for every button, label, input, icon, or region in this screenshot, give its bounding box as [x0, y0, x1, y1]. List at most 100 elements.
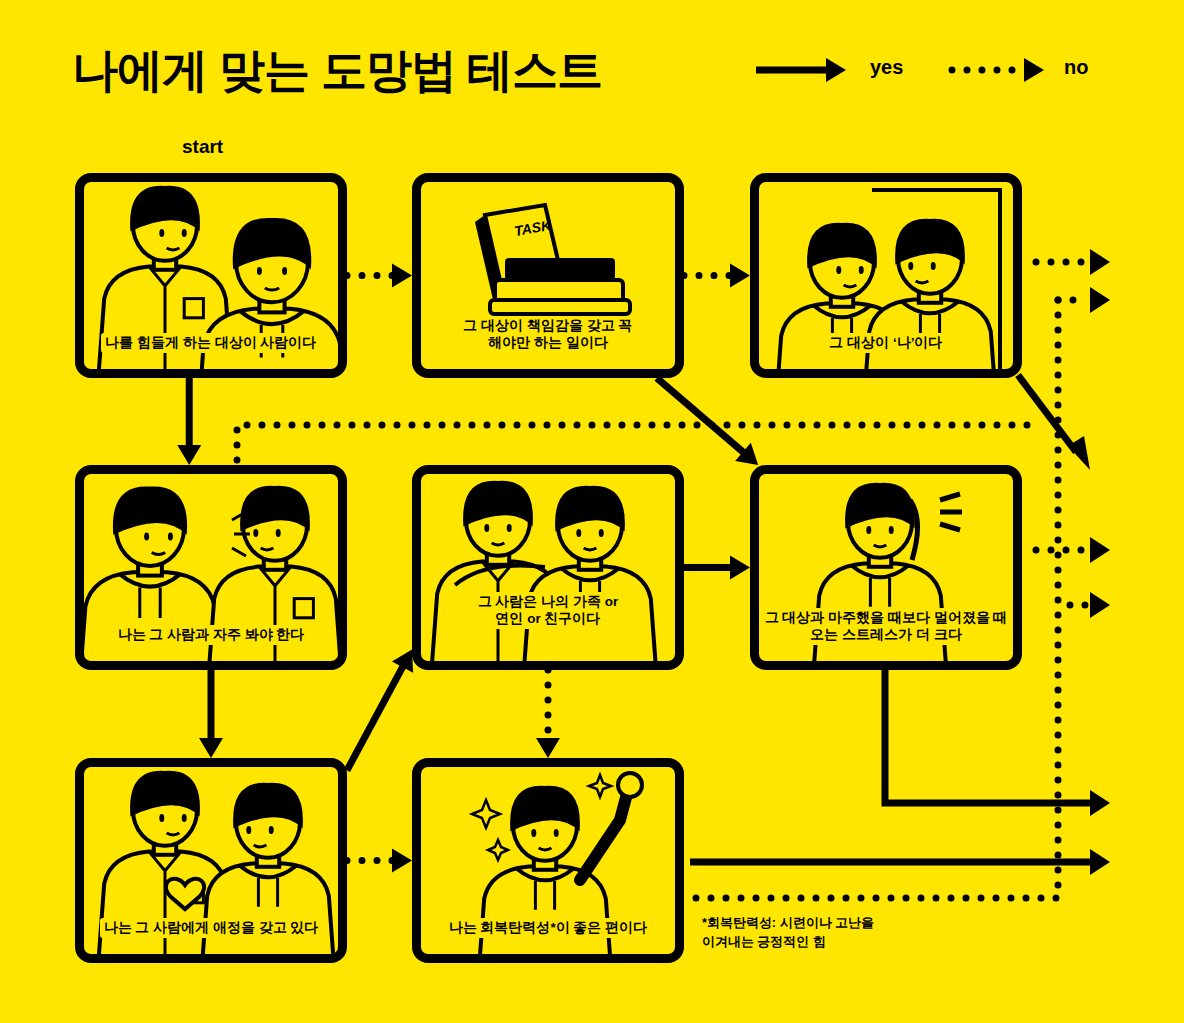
figure-hair [463, 481, 533, 527]
figure-hair [233, 218, 312, 269]
figure-mouth [254, 845, 267, 847]
figure-mouth [874, 545, 887, 547]
arrow-head [177, 445, 201, 465]
legend-text: no [1064, 56, 1088, 79]
arrow-head [730, 556, 750, 580]
exit-line [1055, 300, 1062, 898]
figure-body [201, 864, 335, 955]
figure-eye [836, 266, 841, 274]
figure-mouth [584, 548, 597, 550]
yes-connector [211, 670, 212, 740]
exit-line [1036, 259, 1088, 266]
exit-line [696, 895, 1058, 902]
arrow-head [392, 650, 413, 673]
exit-line [237, 425, 1040, 460]
figure-hair [240, 486, 310, 532]
exit-head [1068, 436, 1090, 470]
exit-line [885, 668, 1090, 803]
figure-hair [807, 223, 877, 269]
figure-eye [269, 826, 274, 834]
figure-hair [233, 783, 303, 829]
exit-arrows [237, 262, 1090, 898]
figure-eye [931, 262, 936, 270]
question-text: 그 대상이 책임감을 갖고 꼭 해야만 하는 일이다 [444, 316, 652, 353]
no-sample-head [1024, 58, 1044, 82]
heart [166, 879, 204, 909]
greeting-marks [232, 512, 250, 556]
arrow-head [536, 738, 560, 758]
box-illustration [98, 771, 335, 955]
figures [79, 186, 1000, 985]
no-connector [684, 275, 732, 276]
box-illustration [775, 190, 1000, 370]
figure-eye [282, 267, 287, 275]
no-sample-line [952, 67, 1020, 74]
connector-line [208, 670, 215, 740]
question-text: 그 대상이 ‘나’이다 [825, 333, 946, 353]
connector-line [545, 670, 552, 740]
exit-head [1090, 537, 1110, 563]
exit-head [1090, 790, 1110, 816]
figure-eye [159, 229, 164, 237]
figure-hair [510, 786, 580, 832]
figure-eye [531, 829, 536, 837]
yes-connector [684, 567, 732, 568]
question-box: 나는 그 사람에게 애정을 갖고 있다 [75, 758, 347, 963]
shirt-line [259, 567, 291, 662]
no-connector [347, 275, 394, 276]
arm-over-shoulder [455, 565, 545, 585]
shirt-pocket [184, 299, 203, 318]
connector-line [186, 378, 193, 447]
exit-head [1090, 287, 1110, 313]
figure-body [478, 867, 612, 955]
figure-eye [859, 266, 864, 274]
figure-eye [182, 229, 187, 237]
figure-eye [276, 529, 281, 537]
arrow-head [730, 264, 750, 288]
hood-string [258, 878, 277, 907]
figure-hair [845, 483, 915, 529]
book [505, 258, 615, 280]
shirt-pocket [294, 599, 313, 618]
connector-line [657, 378, 745, 453]
figure-body [83, 572, 221, 662]
exit-line [1070, 602, 1088, 609]
yes-connector [347, 665, 403, 770]
figure-hair [113, 486, 187, 534]
figure-hair [130, 771, 200, 817]
footnote: *회복탄력성: 시련이나 고난을 이겨내는 긍정적인 힘 [702, 914, 880, 952]
exit-line [690, 859, 1090, 866]
figure-mouth [167, 248, 180, 250]
question-text: 나는 그 사람에게 애정을 갖고 있다 [100, 918, 323, 938]
figure-eye [257, 267, 262, 275]
arrow-head [735, 443, 758, 465]
figure-eye [889, 526, 894, 534]
hood-string [535, 881, 554, 910]
hood-string [870, 578, 889, 607]
figure-mouth [152, 552, 166, 554]
figure-mouth [539, 848, 552, 850]
legend-text: yes [870, 56, 903, 79]
figure-hair [555, 486, 625, 532]
yes-sample-line [756, 67, 828, 74]
shirt-line [149, 267, 181, 370]
exit-line [1058, 297, 1088, 304]
figure-mouth [916, 281, 929, 283]
yes-connector [657, 378, 745, 453]
question-box: 나는 회복탄력성*이 좋은 편이다 [412, 758, 684, 963]
question-box: 나를 힘들게 하는 대상이 사람이다 [75, 173, 347, 378]
no-connector [548, 670, 549, 740]
question-text: 나는 회복탄력성*이 좋은 편이다 [445, 918, 652, 938]
book-label: TASK [513, 217, 552, 239]
connector-line [684, 272, 732, 279]
box-illustration [431, 481, 657, 662]
box-illustration [475, 205, 630, 314]
question-box: 그 사람은 나의 가족 or 연인 or 친구이다 [412, 465, 684, 670]
figure-mouth [844, 285, 857, 287]
figure-eye [484, 524, 489, 532]
figure-mouth [261, 548, 274, 550]
exit-line [1036, 547, 1088, 554]
connector-line [347, 665, 403, 770]
figure-eye [554, 829, 559, 837]
